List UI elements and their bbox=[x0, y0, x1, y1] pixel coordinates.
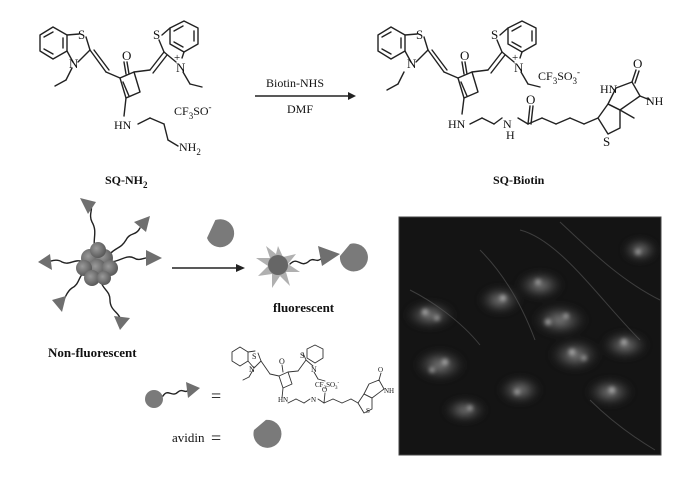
probe-structure-mini bbox=[231, 344, 385, 414]
fluorescent-label: fluorescent bbox=[273, 300, 335, 315]
cell-micrograph bbox=[398, 216, 662, 456]
avidin-equals: = bbox=[211, 428, 221, 448]
product-n-right: N bbox=[514, 60, 524, 75]
product-o: O bbox=[460, 48, 469, 63]
fluorescent-complex bbox=[256, 243, 368, 288]
probe-legend-symbol bbox=[145, 382, 200, 408]
mini-amide-o: O bbox=[322, 386, 327, 394]
product-amide-n: N bbox=[503, 117, 512, 131]
product-n-left: N bbox=[407, 56, 417, 71]
biotin-s: S bbox=[603, 134, 610, 149]
solvent-label: DMF bbox=[287, 102, 313, 116]
mini-biotin-o: O bbox=[378, 366, 383, 374]
reactant-hn: HN bbox=[114, 118, 132, 132]
product-hn: HN bbox=[448, 117, 466, 131]
sq-nh2-structure bbox=[39, 20, 203, 147]
non-fluorescent-label: Non-fluorescent bbox=[48, 345, 137, 360]
avidin-shape bbox=[207, 219, 235, 248]
reactant-nh2: NH2 bbox=[179, 140, 201, 157]
avidin-legend-shape bbox=[253, 419, 282, 448]
mini-amide-n: N bbox=[311, 396, 316, 404]
avidin-label: avidin bbox=[172, 430, 205, 445]
reactant-name: SQ-NH2 bbox=[105, 173, 148, 190]
product-amide-o: O bbox=[526, 92, 535, 107]
reactant-plus: + bbox=[174, 52, 180, 64]
mini-s-left: S bbox=[252, 352, 256, 361]
mini-hn: HN bbox=[278, 396, 288, 404]
mini-n-right: N bbox=[311, 365, 317, 374]
mini-biotin-s: S bbox=[366, 407, 370, 415]
product-plus: + bbox=[512, 52, 518, 64]
mini-s-right: S bbox=[300, 351, 304, 360]
mini-n-left: N bbox=[249, 365, 255, 374]
reactant-s-left: S bbox=[78, 27, 85, 42]
reactant-n-right: N bbox=[176, 60, 186, 75]
product-s-left: S bbox=[416, 27, 423, 42]
biotin-hn: HN bbox=[600, 82, 618, 96]
mini-counterion: CF3SO3- bbox=[315, 381, 340, 391]
aggregate-cluster bbox=[38, 198, 162, 330]
reactant-s-right: S bbox=[153, 27, 160, 42]
mini-biotin-nh: NH bbox=[384, 387, 394, 395]
probe-equals: = bbox=[211, 386, 221, 406]
reactant-n-left: N bbox=[69, 56, 79, 71]
reaction-arrow bbox=[255, 92, 356, 100]
biotin-nh: NH bbox=[646, 94, 664, 108]
mini-o: O bbox=[279, 357, 285, 366]
biotin-o: O bbox=[633, 56, 642, 71]
sq-biotin-structure bbox=[377, 20, 651, 135]
product-counterion: CF3SO3- bbox=[538, 67, 580, 86]
reactant-counterion: CF3SO- bbox=[174, 102, 212, 121]
product-amide-h: H bbox=[506, 128, 515, 142]
binding-arrow bbox=[172, 264, 245, 272]
reactant-o: O bbox=[122, 48, 131, 63]
product-s-right: S bbox=[491, 27, 498, 42]
product-name: SQ-Biotin bbox=[493, 173, 545, 187]
reagent-label: Biotin-NHS bbox=[266, 76, 324, 90]
